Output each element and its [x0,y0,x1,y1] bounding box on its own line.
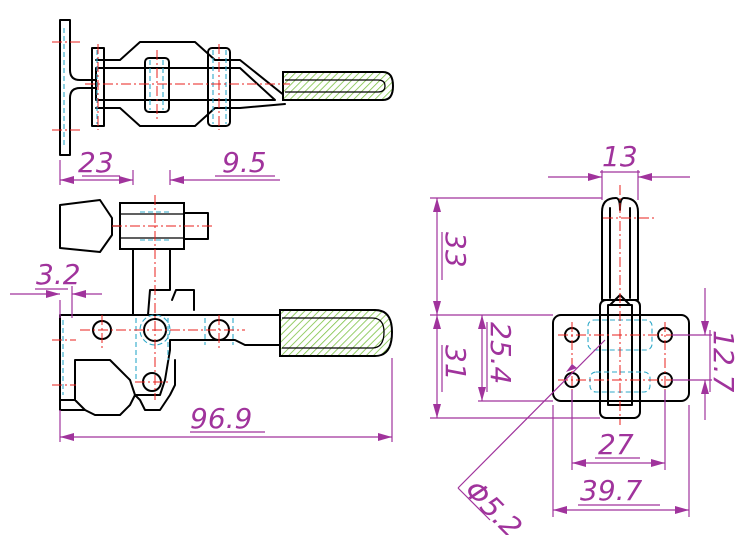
top-view-bracket [59,19,97,156]
dim-text-diameter: Φ5.2 [458,474,528,535]
top-view-dimensions: 23 9.5 [59,146,280,185]
dim-text-9-5: 9.5 [222,146,267,179]
clamp-arm [132,248,171,316]
dim-text-33: 33 [439,232,472,268]
dim-text-31: 31 [439,345,472,381]
top-view-handle-grip [282,71,395,101]
side-view-dimensions: 3.2 96.9 [10,258,393,442]
top-view [52,19,395,156]
top-view-pin-block-2 [144,57,170,113]
spindle-rubber-tip [59,199,113,253]
top-view-grip-inner [285,79,386,93]
dim-text-23: 23 [78,146,114,179]
dim-text-12-7: 12.7 [707,330,740,393]
top-view-upper-arm [95,41,286,97]
dim-text-25-4: 25.4 [484,322,517,384]
dim-text-27: 27 [598,428,634,461]
clamp-arm-stop [171,289,195,311]
end-view-base-plate [552,314,690,402]
top-view-inner-link [95,67,276,101]
side-view-handle-grip [279,309,394,357]
dim-text-3-2: 3.2 [36,258,81,291]
end-view-dimensions: 13 33 31 25.4 12.7 [430,140,740,535]
side-view [52,195,394,416]
top-view-lower-arm [95,103,286,127]
end-view [552,185,690,425]
dim-text-13: 13 [602,140,638,173]
dim-leader-diameter [457,339,606,489]
dim-text-96-9: 96.9 [190,402,252,435]
dim-text-39-7: 39.7 [580,474,643,507]
